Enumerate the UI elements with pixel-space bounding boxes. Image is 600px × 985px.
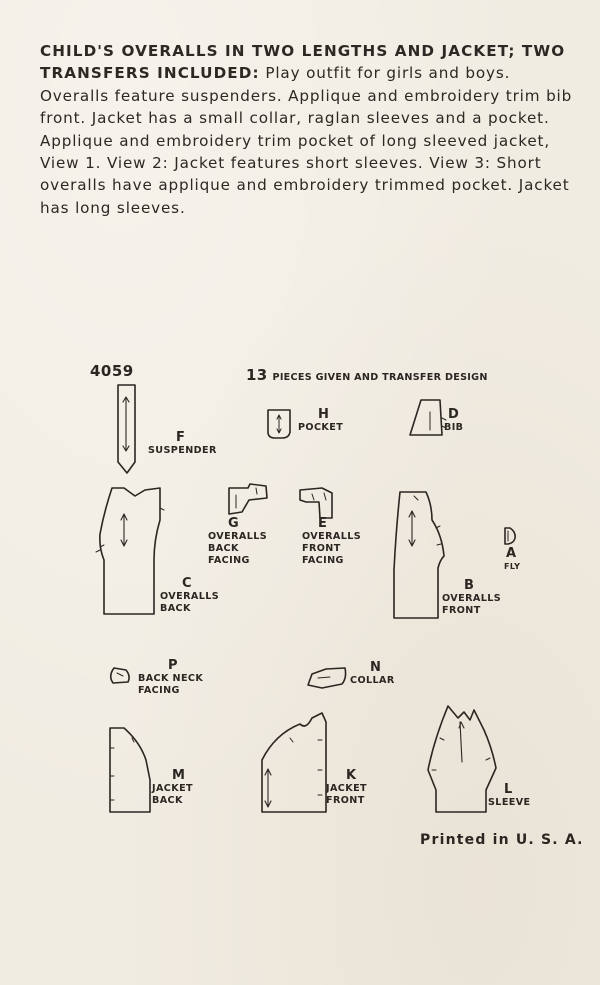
jacket-front-piece bbox=[261, 712, 327, 813]
label-suspender: F SUSPENDER bbox=[148, 430, 217, 456]
overalls-front-piece bbox=[393, 491, 445, 619]
pieces-summary: 13 PIECES GIVEN AND TRANSFER DESIGN bbox=[246, 366, 488, 384]
pattern-number: 4059 bbox=[90, 362, 134, 380]
label-overalls-front: B OVERALLS FRONT bbox=[442, 578, 502, 616]
label-jacket-front: K JACKET FRONT bbox=[326, 768, 367, 806]
label-back-neck-facing: P BACK NECK FACING bbox=[138, 658, 204, 696]
back-neck-facing-piece bbox=[109, 667, 130, 684]
pieces-text: PIECES GIVEN AND TRANSFER DESIGN bbox=[272, 372, 488, 383]
pocket-piece bbox=[267, 409, 291, 439]
label-overalls-front-facing: E OVERALLS FRONT FACING bbox=[302, 516, 362, 566]
fly-piece bbox=[504, 527, 516, 545]
description-body: Play outfit for girls and boys. Overalls… bbox=[40, 64, 573, 217]
label-sleeve: L SLEEVE bbox=[488, 782, 531, 808]
jacket-back-piece bbox=[109, 727, 151, 813]
sleeve-piece bbox=[427, 705, 497, 813]
overalls-back-piece bbox=[95, 487, 165, 615]
overalls-front-facing-piece bbox=[299, 487, 333, 519]
printed-in-usa: Printed in U. S. A. bbox=[420, 832, 584, 848]
label-jacket-back: M JACKET BACK bbox=[152, 768, 193, 806]
label-fly: A FLY bbox=[504, 546, 521, 571]
overalls-back-facing-piece bbox=[228, 483, 268, 515]
description-heading: CHILD'S OVERALLS IN TWO LENGTHS AND JACK… bbox=[40, 42, 566, 83]
pieces-count: 13 bbox=[246, 366, 268, 384]
label-overalls-back-facing: G OVERALLS BACK FACING bbox=[208, 516, 268, 566]
label-collar: N COLLAR bbox=[350, 660, 395, 686]
label-pocket: H POCKET bbox=[298, 407, 344, 433]
pattern-description: CHILD'S OVERALLS IN TWO LENGTHS AND JACK… bbox=[40, 40, 580, 219]
label-bib: D BIB bbox=[444, 407, 464, 433]
suspender-piece bbox=[117, 384, 136, 474]
collar-piece bbox=[307, 667, 347, 689]
bib-piece bbox=[409, 399, 447, 436]
label-overalls-back: C OVERALLS BACK bbox=[160, 576, 220, 614]
